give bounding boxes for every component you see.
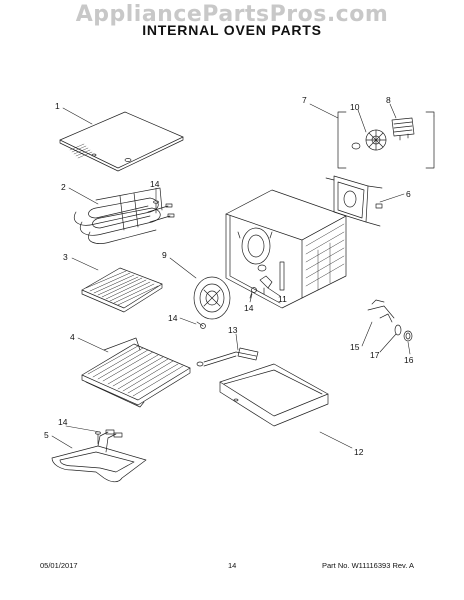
part-7-motor-kit-box	[337, 111, 435, 169]
watermark: AppliancePartsPros.com	[75, 2, 389, 27]
callout-14-top: 14	[150, 179, 160, 189]
callout-5: 5	[44, 430, 49, 440]
callout-14-fan: 14	[168, 313, 178, 323]
part-10-fan-blade	[351, 129, 387, 151]
callout-labels: 1 2 14 3 4 14 5 7 8 10 6 9 14 14 11 13 1…	[44, 95, 414, 457]
callout-8: 8	[386, 95, 391, 105]
part-9-fan-cover	[193, 276, 231, 320]
callout-13: 13	[228, 325, 238, 335]
callout-2: 2	[61, 182, 66, 192]
part-8-motor	[391, 117, 415, 141]
leader-lines	[51, 103, 411, 449]
part-5-bake-element	[51, 429, 147, 483]
part-1-top-panel	[59, 111, 184, 172]
callout-12: 12	[354, 447, 364, 457]
part-11-fan-blade	[259, 275, 273, 295]
part-15-terminal	[367, 299, 395, 323]
footer-part-number: Part No. W11116393 Rev. A	[322, 561, 414, 570]
part-2-broil-element	[73, 187, 175, 244]
part-3-rack	[81, 267, 163, 313]
callout-3: 3	[63, 252, 68, 262]
callout-9: 9	[162, 250, 167, 260]
page-title: INTERNAL OVEN PARTS	[142, 22, 322, 38]
callout-11: 11	[278, 294, 287, 304]
callout-16: 16	[404, 355, 414, 365]
callout-6: 6	[406, 189, 411, 199]
footer-date: 05/01/2017	[40, 561, 78, 570]
part-14-screw-top	[153, 200, 159, 214]
callout-14-bake: 14	[58, 417, 68, 427]
part-6-rear-bracket	[325, 175, 383, 227]
part-12-bottom-panel	[219, 363, 329, 427]
part-17-gasket	[394, 324, 402, 336]
footer-page-number: 14	[228, 561, 237, 570]
part-16-connector	[403, 330, 413, 342]
part-14-screw-cavity	[249, 287, 257, 299]
callout-7: 7	[302, 95, 307, 105]
callout-17: 17	[370, 350, 380, 360]
callout-15: 15	[350, 342, 360, 352]
callout-14-cavity: 14	[244, 303, 254, 313]
callout-1: 1	[55, 101, 60, 111]
part-14-screw-fan	[196, 321, 206, 329]
callout-4: 4	[70, 332, 75, 342]
part-13-sensor	[196, 347, 259, 367]
callout-10: 10	[350, 102, 360, 112]
part-4-sliding-rack	[81, 337, 191, 408]
oven-cavity	[225, 189, 347, 309]
